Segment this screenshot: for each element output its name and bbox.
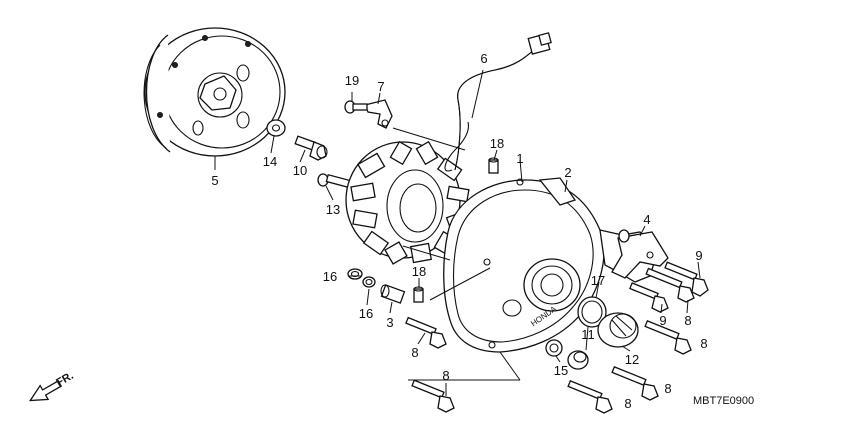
callout-19: 19 — [345, 73, 359, 88]
callout-16a: 16 — [323, 269, 337, 284]
bolt-part-8e — [567, 380, 613, 414]
callout-4: 4 — [643, 212, 650, 227]
bolt-part-8b — [644, 320, 692, 355]
callout-7: 7 — [377, 79, 384, 94]
hole-cap-part-11 — [567, 350, 589, 370]
callout-8a: 8 — [684, 313, 691, 328]
callout-12: 12 — [625, 352, 639, 367]
callout-18a: 18 — [490, 136, 504, 151]
o-ring-part-17 — [577, 296, 607, 328]
hole-cap-part-12 — [597, 312, 639, 348]
bolt-part-9a — [664, 261, 709, 297]
bolt-part-8c — [405, 316, 447, 349]
callout-5: 5 — [211, 173, 218, 188]
flange-bolt-part-10 — [294, 135, 328, 161]
callout-10: 10 — [293, 163, 307, 178]
wire-clamp-part-7 — [364, 99, 393, 129]
bolt-part-13 — [317, 173, 355, 190]
callout-8e: 8 — [664, 381, 671, 396]
o-ring-part-15 — [545, 339, 563, 357]
dowel-pin-part-18a — [488, 157, 499, 174]
flywheel-part — [143, 27, 286, 157]
callout-1: 1 — [516, 151, 523, 166]
callout-14: 14 — [263, 154, 277, 169]
leader-lines — [214, 69, 701, 396]
washer-part-14 — [266, 119, 286, 137]
o-ring-part-16a — [347, 268, 363, 280]
callout-11: 11 — [581, 327, 595, 342]
callout-2: 2 — [564, 165, 571, 180]
bolt-part-8a — [645, 267, 695, 303]
front-label: FR. — [54, 370, 75, 389]
callout-8f: 8 — [624, 396, 631, 411]
callout-16b: 16 — [359, 306, 373, 321]
callout-17: 17 — [591, 273, 605, 288]
callout-15: 15 — [554, 363, 568, 378]
callout-18b: 18 — [412, 264, 426, 279]
collar-part-3 — [380, 284, 406, 304]
bolt-part-19 — [344, 100, 368, 114]
callout-labels: 1 2 3 4 5 6 7 8 8 8 8 8 8 9 9 10 11 12 1… — [211, 51, 707, 411]
callout-3: 3 — [386, 315, 393, 330]
o-ring-part-16b — [362, 276, 376, 288]
front-direction-indicator: FR. — [29, 370, 76, 402]
callout-6: 6 — [480, 51, 487, 66]
stator-part — [345, 140, 471, 265]
bolt-part-9b — [629, 282, 669, 313]
callout-9a: 9 — [695, 248, 702, 263]
callout-8b: 8 — [700, 336, 707, 351]
bracket-part-4 — [611, 229, 669, 279]
callout-8c: 8 — [411, 345, 418, 360]
dowel-pin-part-18b — [413, 286, 424, 303]
bolt-part-8d — [611, 366, 659, 401]
callout-9b: 9 — [659, 313, 666, 328]
callout-13: 13 — [326, 202, 340, 217]
callout-8d: 8 — [442, 368, 449, 383]
front-arrow-icon — [29, 380, 63, 402]
diagram-reference-code: MBT7E0900 — [693, 395, 754, 407]
bolt-part-8f — [411, 379, 455, 413]
pulse-wire-part-6 — [444, 32, 552, 172]
